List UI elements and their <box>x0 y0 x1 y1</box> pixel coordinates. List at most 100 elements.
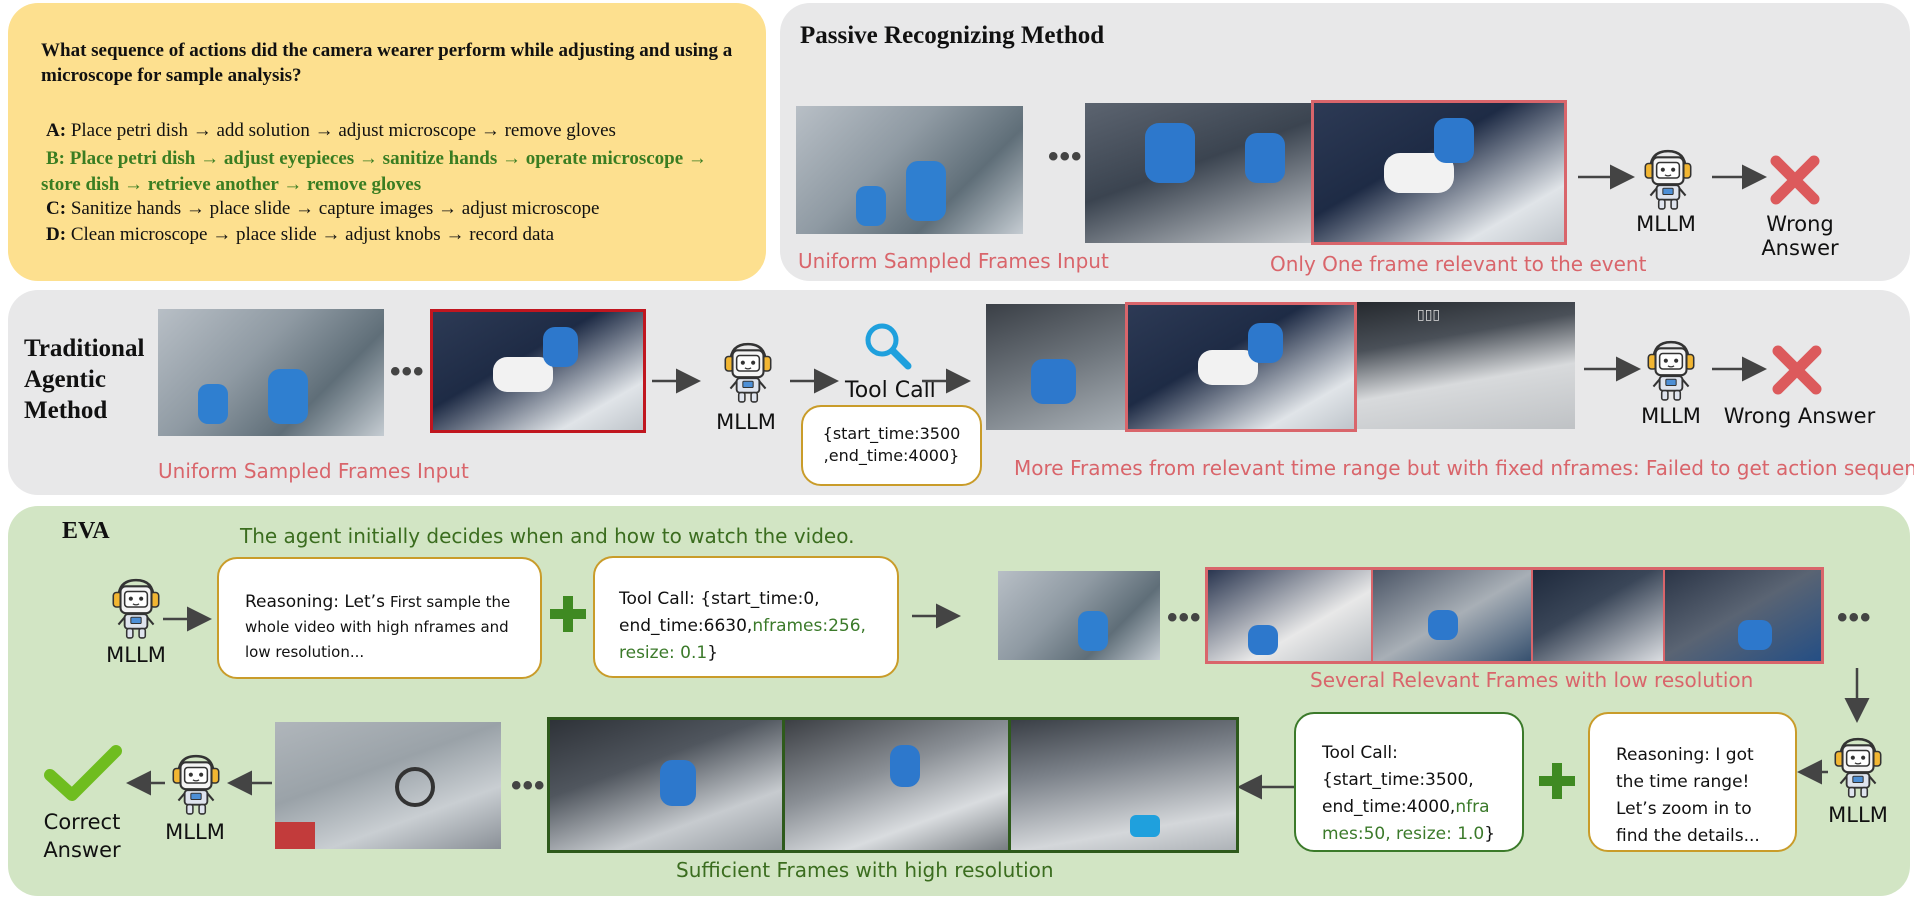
eva-reasoning1-row1: Reasoning: Let’s First sample the <box>245 589 540 615</box>
robot-icon <box>724 342 772 404</box>
traditional-arrow-2 <box>790 368 839 394</box>
eva-ellipsis-1: ••• <box>1167 601 1202 634</box>
traditional-frame-1 <box>158 309 384 436</box>
wrong-x-icon <box>1770 155 1820 205</box>
option-a-key: A: <box>46 120 67 141</box>
eva-toolcall2-e: mes:50, resize: 1.0 <box>1322 824 1485 844</box>
option-b-key: B: <box>46 148 65 169</box>
eva-reasoning1-a: Reasoning: Let’s <box>245 592 385 612</box>
option-c-text: Sanitize hands → place slide → capture i… <box>70 198 600 219</box>
eva-toolcall-box-2: Tool Call: {start_time:3500, end_time:40… <box>1294 712 1524 852</box>
search-icon <box>865 323 912 370</box>
eva-reasoning2-b: the time range! <box>1616 772 1750 792</box>
eva-arrow-3 <box>1797 759 1828 785</box>
eva-toolcall1-row3: resize: 0.1} <box>619 640 897 667</box>
traditional-title: Traditional Agentic Method <box>24 333 144 426</box>
wrong-x-icon <box>1772 345 1822 395</box>
eva-frame-final <box>275 722 501 849</box>
eva-sufficient-label: Sufficient Frames with high resolution <box>676 858 1054 882</box>
eva-reasoning-box-1: Reasoning: Let’s First sample the whole … <box>217 557 542 679</box>
traditional-arrow-1 <box>652 368 701 394</box>
traditional-title-line1: Traditional <box>24 335 145 362</box>
option-d: D: Clean microscope → place slide → adju… <box>46 224 554 246</box>
eva-toolcall1-b: end_time:6630, <box>619 616 753 636</box>
option-d-text: Clean microscope → place slide → adjust … <box>70 224 555 245</box>
passive-ellipsis: ••• <box>1048 140 1083 173</box>
eva-toolcall2-c: end_time:4000, <box>1322 797 1456 817</box>
eva-toolcall2-f: } <box>1484 824 1496 844</box>
passive-frame-1 <box>796 106 1023 234</box>
question-text: What sequence of actions did the camera … <box>41 40 733 86</box>
traditional-frame-relevant <box>430 309 646 433</box>
eva-toolcall1-e: } <box>707 643 719 663</box>
option-c: C: Sanitize hands → place slide → captur… <box>46 198 600 220</box>
robot-icon <box>111 578 161 640</box>
passive-arrow-1 <box>1578 164 1635 190</box>
option-a: A: Place petri dish → add solution → adj… <box>46 120 616 142</box>
traditional-more-frame-3: ▯▯▯ <box>1357 302 1575 429</box>
eva-toolcall2-b: {start_time:3500, <box>1322 770 1474 790</box>
option-b-text: Place petri dish → adjust eyepieces → sa… <box>41 148 707 195</box>
eva-title: EVA <box>62 518 110 544</box>
robot-icon <box>1646 340 1696 402</box>
eva-toolcall-box-1: Tool Call: {start_time:0, end_time:6630,… <box>593 556 899 678</box>
eva-answer-line2: Answer <box>43 838 121 862</box>
eva-reasoning-box-2: Reasoning: I got the time range! Let’s z… <box>1588 712 1797 852</box>
eva-reasoning1-c: whole video with high nframes and <box>245 618 509 636</box>
eva-arrow-1 <box>163 606 212 632</box>
eva-subtitle: The agent initially decides when and how… <box>240 524 855 548</box>
traditional-tool-call-line1: {start_time:3500 <box>822 424 961 443</box>
passive-mllm-label: MLLM <box>1636 212 1696 236</box>
robot-icon <box>1833 737 1883 799</box>
traditional-tool-call-box: {start_time:3500 ,end_time:4000} <box>801 405 982 486</box>
option-a-text: Place petri dish → add solution → adjust… <box>70 120 616 141</box>
eva-toolcall1-c: nframes:256, <box>752 616 866 636</box>
eva-frame-1 <box>998 571 1160 660</box>
passive-frame-2 <box>1085 103 1312 243</box>
traditional-arrow-3 <box>922 368 971 394</box>
traditional-mllm-label: MLLM <box>716 410 776 434</box>
eva-high-res-strip <box>547 717 1239 853</box>
eva-reasoning2-d: find the details... <box>1616 826 1760 846</box>
eva-toolcall1-a: Tool Call: {start_time:0, <box>619 589 820 609</box>
eva-correct-answer: Correct Answer <box>30 808 134 864</box>
eva-ellipsis-3: ••• <box>511 769 546 802</box>
traditional-ellipsis: ••• <box>390 355 425 388</box>
traditional-title-line3: Method <box>24 397 108 424</box>
eva-toolcall1-row2: end_time:6630,nframes:256, <box>619 613 897 640</box>
eva-toolcall2-d: nfra <box>1455 797 1490 817</box>
traditional-more-frames-label: More Frames from relevant time range but… <box>1014 456 1914 480</box>
eva-toolcall2-a: Tool Call: <box>1322 743 1398 763</box>
traditional-more-frame-1 <box>986 304 1126 430</box>
eva-mllm3-label: MLLM <box>165 820 225 844</box>
tool-call-label: Tool Call <box>845 378 936 403</box>
option-c-key: C: <box>46 198 67 219</box>
eva-arrow-down <box>1844 668 1870 723</box>
passive-title: Passive Recognizing Method <box>800 22 1105 49</box>
traditional-uniform-label: Uniform Sampled Frames Input <box>158 459 469 483</box>
eva-low-res-strip <box>1205 567 1824 664</box>
eva-several-label: Several Relevant Frames with low resolut… <box>1310 668 1754 692</box>
eva-mllm2-label: MLLM <box>1828 803 1888 827</box>
eva-toolcall1-d: resize: 0.1 <box>619 643 708 663</box>
plus-icon <box>1539 763 1575 799</box>
robot-icon <box>1643 149 1693 211</box>
eva-reasoning2-a: Reasoning: I got <box>1616 745 1754 765</box>
eva-arrow-5 <box>227 770 272 796</box>
check-icon <box>44 745 122 801</box>
passive-frame-relevant <box>1311 100 1567 245</box>
plus-icon <box>550 596 586 632</box>
eva-mllm1-label: MLLM <box>106 643 166 667</box>
traditional-wrong-answer: Wrong Answer <box>1723 404 1876 428</box>
eva-answer-line1: Correct <box>43 810 121 834</box>
eva-toolcall2-row4: mes:50, resize: 1.0} <box>1322 821 1522 848</box>
traditional-arrow-4 <box>1584 356 1641 382</box>
passive-uniform-label: Uniform Sampled Frames Input <box>798 249 1109 273</box>
eva-arrow-6 <box>126 770 165 796</box>
eva-arrow-2 <box>912 603 961 629</box>
passive-relevant-label: Only One frame relevant to the event <box>1270 252 1647 276</box>
traditional-title-line2: Agentic <box>24 366 106 393</box>
traditional-more-frame-relevant <box>1125 302 1357 432</box>
eva-reasoning1-b: First sample the <box>390 593 511 611</box>
robot-icon <box>172 754 221 816</box>
